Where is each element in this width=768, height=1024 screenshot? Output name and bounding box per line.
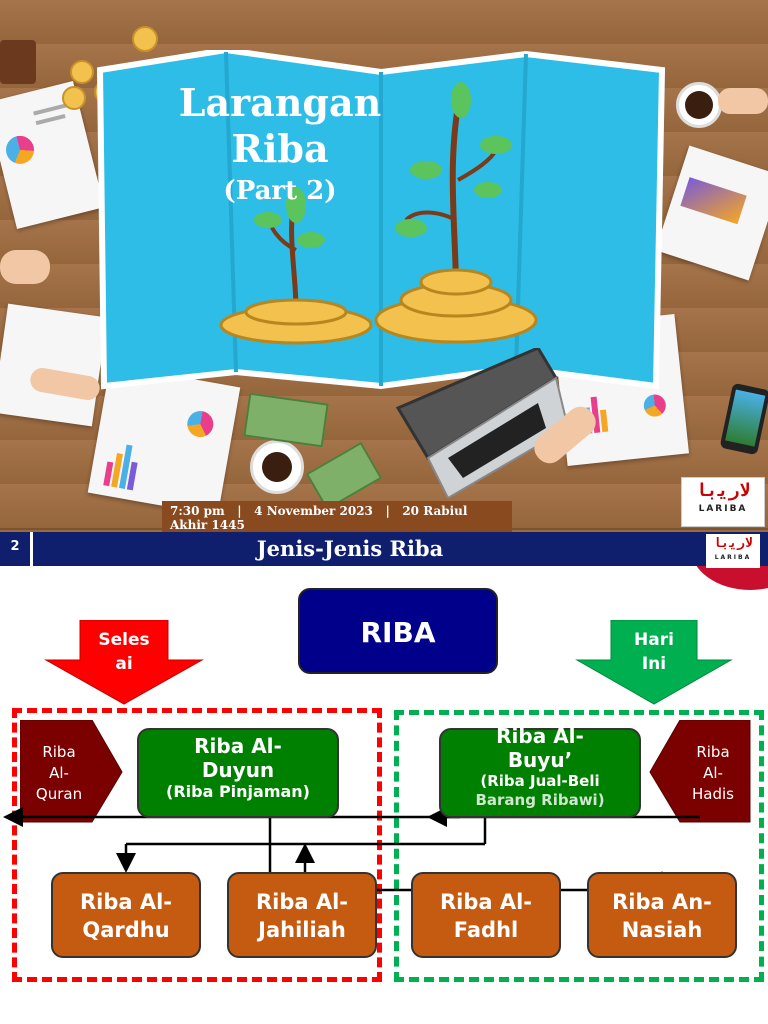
report-paper xyxy=(0,303,108,427)
lariba-logo: ﻻﺭﻳﺑﺎ LARIBA xyxy=(681,477,765,527)
completed-arrow xyxy=(44,620,204,705)
wood-plank xyxy=(0,0,768,46)
slide-header: 2 Jenis-Jenis Riba xyxy=(0,532,768,566)
riba-jahiliah-box: Riba Al- Jahiliah xyxy=(227,872,377,958)
plant-icon xyxy=(219,187,373,345)
hand-icon xyxy=(718,88,768,114)
hand-icon xyxy=(0,250,50,284)
riba-buyu-box: Riba Al- Buyu’ (Riba Jual-Beli Barang Ri… xyxy=(439,724,641,818)
coin-icon xyxy=(132,26,158,52)
date-banner: 7:30 pm | 4 November 2023 | 20 Rabiul Ak… xyxy=(162,501,512,532)
slide-subtitle: (Part 2) xyxy=(223,176,337,206)
coffee-cup-icon xyxy=(250,440,304,494)
riba-duyun-box: Riba Al- Duyun (Riba Pinjaman) xyxy=(137,728,339,818)
lariba-logo: ﻻﺭﻳﺑﺎ LARIBA xyxy=(706,534,760,568)
title-slide: Larangan Riba (Part 2) 7:30 pm | 4 Novem… xyxy=(0,0,768,532)
laptop-icon xyxy=(395,348,568,498)
wallet-icon xyxy=(0,40,36,84)
slide-number: 2 xyxy=(0,532,33,566)
today-arrow xyxy=(575,620,733,705)
riba-root-box: RIBA xyxy=(298,588,498,674)
riba-qardhu-box: Riba Al- Qardhu xyxy=(51,872,201,958)
slide-title: Jenis-Jenis Riba xyxy=(256,536,444,561)
slide-title-line1: Larangan xyxy=(178,80,382,125)
slide-title-line2: Riba xyxy=(231,126,329,171)
today-group-border xyxy=(394,710,764,982)
plant-icon xyxy=(374,82,538,344)
hadis-source-shape xyxy=(649,720,751,823)
riba-fadhl-box: Riba Al- Fadhl xyxy=(411,872,561,958)
quran-source-shape xyxy=(20,720,123,823)
coffee-cup-icon xyxy=(676,82,722,128)
riba-nasiah-box: Riba An- Nasiah xyxy=(587,872,737,958)
date-line2: Akhir 1445 xyxy=(170,518,245,532)
coin-icon xyxy=(70,60,94,84)
blue-map xyxy=(96,50,666,390)
coin-icon xyxy=(62,86,86,110)
date-line1: 7:30 pm | 4 November 2023 | 20 Rabiul xyxy=(170,504,468,518)
